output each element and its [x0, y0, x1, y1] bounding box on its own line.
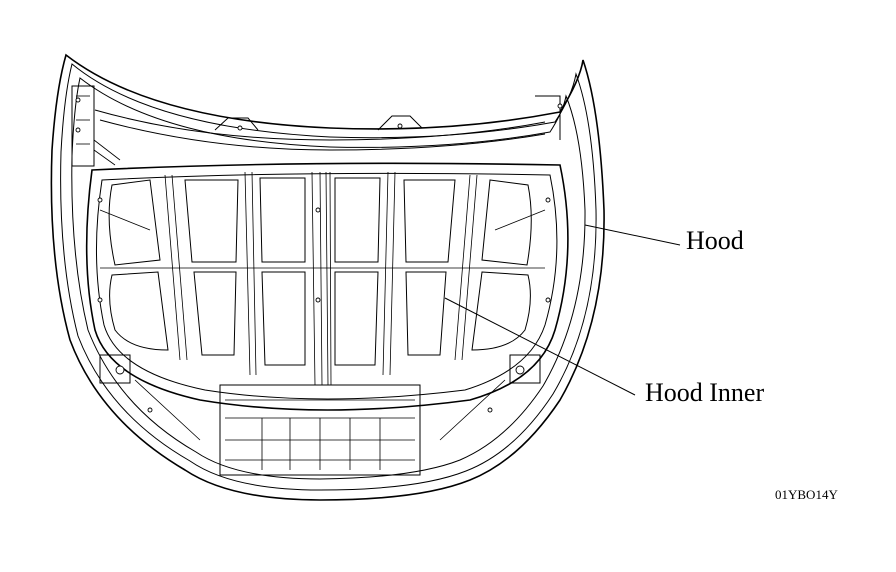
hood-inner-label: Hood Inner	[645, 378, 765, 407]
hood-lower-reinforcement	[99, 354, 541, 476]
hood-holes	[75, 97, 563, 413]
hood-inner-cavities	[108, 177, 532, 366]
hood-label: Hood	[686, 226, 744, 255]
callout-leaders	[444, 224, 681, 396]
hood-inner-leader-line	[444, 297, 636, 396]
hood-front-rib	[71, 85, 561, 167]
hood-leader-line	[584, 224, 681, 246]
figure-code: 01YBO14Y	[775, 487, 838, 502]
hood-outer-panel	[50, 53, 605, 501]
hood-inner-frame	[85, 162, 569, 411]
hood-inner-ribs	[99, 171, 546, 386]
